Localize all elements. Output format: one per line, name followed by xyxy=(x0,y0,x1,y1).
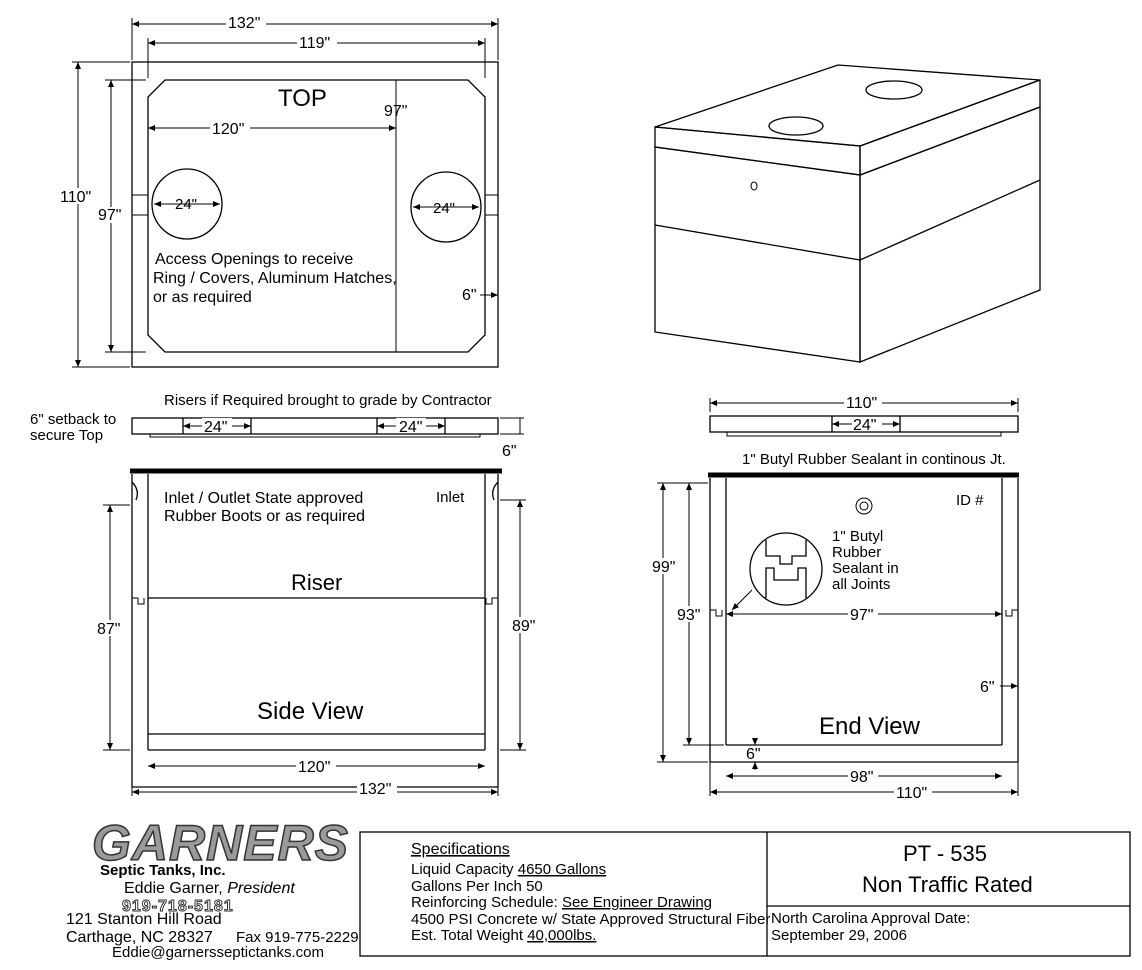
side-riser-label: Riser xyxy=(291,570,342,595)
top-title: TOP xyxy=(278,85,327,112)
end-dim-6-right: 6" xyxy=(980,679,995,696)
top-note-line-3: or as required xyxy=(153,289,252,306)
side-dim-87: 87" xyxy=(97,621,120,638)
spec-capacity: Liquid Capacity 4650 Gallons xyxy=(411,861,606,878)
top-stub-right xyxy=(484,194,499,216)
top-stub-left xyxy=(131,194,149,216)
end-dim-93: 93" xyxy=(677,607,700,624)
spec-concrete: 4500 PSI Concrete w/ State Approved Stru… xyxy=(411,911,770,928)
top-opening-left-label: 24" xyxy=(175,196,197,213)
side-boots-line-1: Inlet / Outlet State approved xyxy=(164,490,363,507)
top-dim-97-left: 97" xyxy=(98,207,121,224)
iso-opening-back xyxy=(865,80,923,100)
iso-inlet-hole xyxy=(750,181,758,191)
top-dim-110: 110" xyxy=(60,189,91,206)
company-fax: Fax 919-775-2229 xyxy=(236,929,359,946)
approval-date: September 29, 2006 xyxy=(771,927,907,944)
butyl-line-1: 1" Butyl xyxy=(832,528,883,545)
company-subtitle: Septic Tanks, Inc. xyxy=(100,862,226,879)
top-note-line-2: Ring / Covers, Aluminum Hatches, xyxy=(153,270,397,287)
end-dim-99: 99" xyxy=(652,559,675,576)
side-dim-89: 89" xyxy=(512,618,535,635)
top-opening-right xyxy=(410,171,482,243)
top-note-line-1: Access Openings to receive xyxy=(155,251,353,268)
model-rating: Non Traffic Rated xyxy=(862,872,1033,897)
side-inlet-arc-left xyxy=(131,481,138,501)
end-pipe-outer xyxy=(855,497,873,515)
riser-dim-6: 6" xyxy=(502,443,517,460)
riser-setback-line-2: secure Top xyxy=(30,427,103,444)
side-inlet-label: Inlet xyxy=(436,489,465,506)
iso-top-face xyxy=(654,64,1041,147)
spec-reinforcing: Reinforcing Schedule: See Engineer Drawi… xyxy=(411,894,712,911)
iso-body-side xyxy=(859,106,1041,363)
top-opening-left xyxy=(151,168,223,240)
top-inner-octagon xyxy=(147,79,486,353)
joint-detail-upper xyxy=(765,540,807,565)
side-dim-132: 132" xyxy=(359,781,391,798)
end-top-opening: 24" xyxy=(853,417,876,434)
end-sealant-note: 1" Butyl Rubber Sealant in continous Jt. xyxy=(742,451,1006,468)
end-dim-98: 98" xyxy=(850,769,873,786)
isometric-view xyxy=(654,64,1041,363)
spec-weight: Est. Total Weight 40,000lbs. xyxy=(411,927,596,944)
model-code: PT - 535 xyxy=(903,841,987,866)
riser-setback-line-1: 6" setback to xyxy=(30,411,116,428)
company-phone: 919-718-5181 xyxy=(122,898,234,915)
title-block-frame xyxy=(359,831,1131,957)
top-dim-120: 120" xyxy=(212,121,244,138)
company-email: Eddie@garnersseptictanks.com xyxy=(112,944,324,961)
end-view: ID # 1" Butyl Rubber Sealant in all Join… xyxy=(650,472,1019,802)
side-view: Inlet / Outlet State approved Rubber Boo… xyxy=(96,468,540,798)
company-owner: Eddie Garner, President xyxy=(124,880,295,897)
end-top-dim-110: 110" xyxy=(846,395,877,412)
butyl-line-2: Rubber xyxy=(832,544,881,561)
company-logo: GARNERS xyxy=(92,815,349,871)
riser-opening-left: 24" xyxy=(204,419,227,436)
riser-strip-base xyxy=(149,433,481,438)
end-pipe-inner xyxy=(859,501,869,511)
top-dim-132: 132" xyxy=(228,15,260,32)
approval-label: North Carolina Approval Date: xyxy=(771,910,970,927)
riser-opening-right: 24" xyxy=(399,419,422,436)
side-dim-120: 120" xyxy=(298,759,330,776)
iso-lid-side xyxy=(859,79,1041,176)
butyl-line-4: all Joints xyxy=(832,576,890,593)
title-block: Specifications Liquid Capacity 4650 Gall… xyxy=(359,831,1131,957)
end-top-strip: 110" 24" 1" Butyl Rubber Sealant in cont… xyxy=(709,395,1019,468)
side-inlet-arc-right xyxy=(492,481,499,501)
end-top-base xyxy=(726,431,1002,437)
top-opening-right-label: 24" xyxy=(433,200,455,217)
top-dim-6: 6" xyxy=(462,287,477,304)
company-block: GARNERS Septic Tanks, Inc. Eddie Garner,… xyxy=(66,814,359,961)
company-address-1: 121 Stanton Hill Road xyxy=(66,911,222,928)
end-id-label: ID # xyxy=(956,492,984,509)
joint-detail-lower xyxy=(765,567,807,598)
end-dim-110: 110" xyxy=(896,785,927,802)
end-dim-6-bottom: 6" xyxy=(746,746,761,763)
side-boots-line-2: Rubber Boots or as required xyxy=(164,508,365,525)
top-dim-97-center: 97" xyxy=(384,103,407,120)
end-view-title: End View xyxy=(819,713,921,740)
end-dim-97: 97" xyxy=(850,607,873,624)
riser-strip: Risers if Required brought to grade by C… xyxy=(30,392,524,460)
spec-gpi: Gallons Per Inch 50 xyxy=(411,878,543,895)
side-view-title: Side View xyxy=(257,698,364,725)
iso-opening-front xyxy=(768,116,824,136)
joint-detail-circle xyxy=(749,532,823,606)
top-dim-119: 119" xyxy=(299,35,330,52)
riser-strip-title: Risers if Required brought to grade by C… xyxy=(164,392,492,409)
butyl-line-3: Sealant in xyxy=(832,560,899,577)
top-view: 24" 24" TOP 132" 119" 120" 97" 110" 97" xyxy=(58,14,499,368)
company-address-2: Carthage, NC 28327 xyxy=(66,929,213,946)
specs-heading: Specifications xyxy=(411,841,510,858)
